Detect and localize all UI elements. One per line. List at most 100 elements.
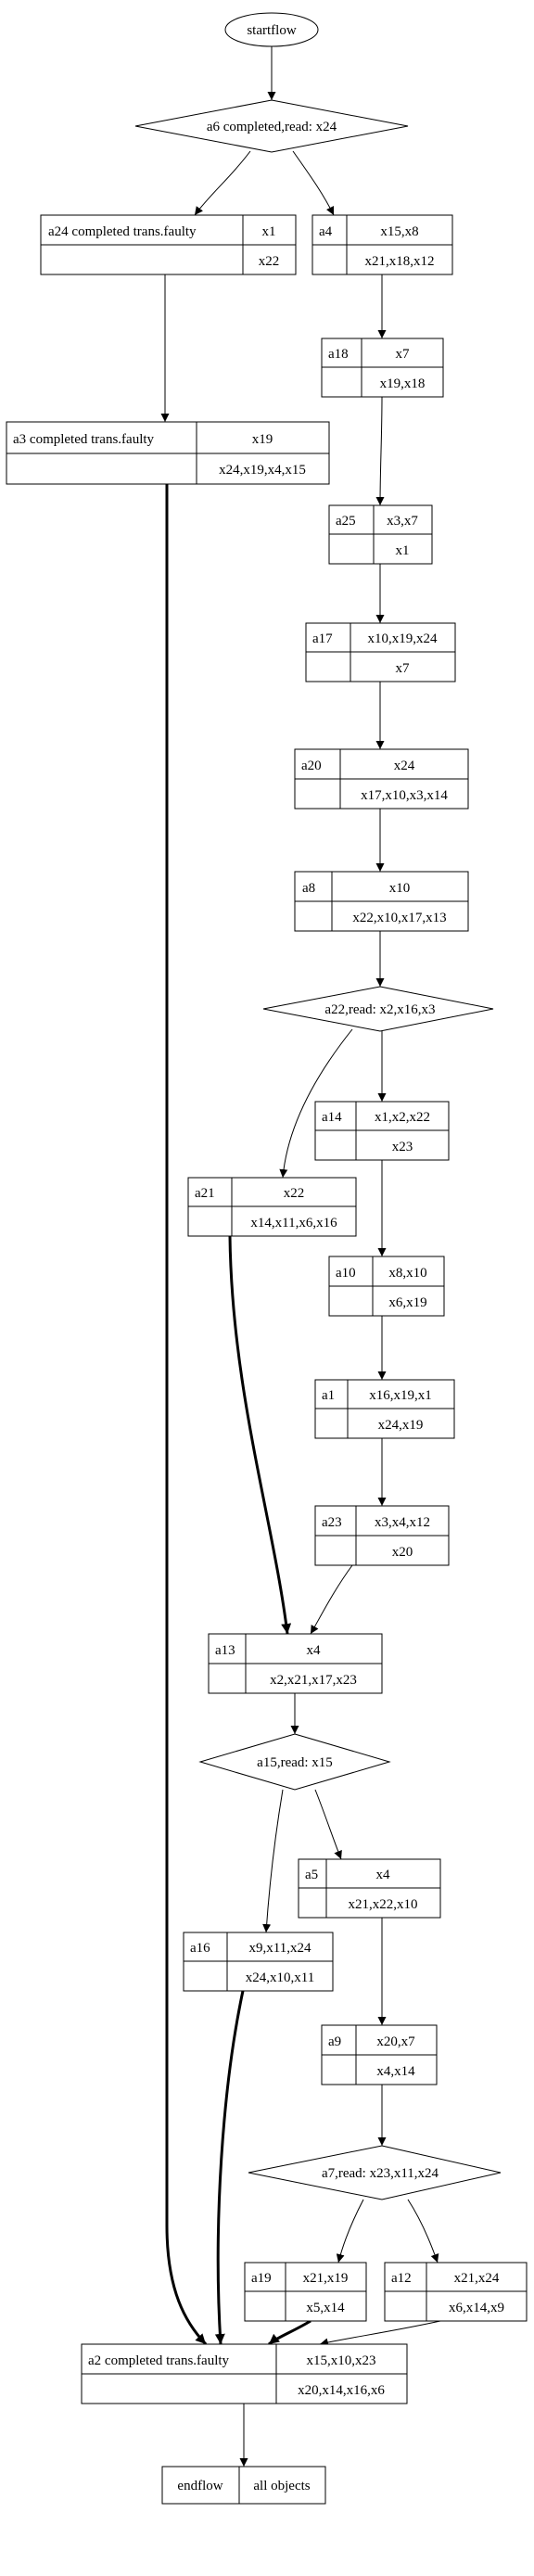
box-a18-top: x7: [396, 347, 411, 362]
box-a9-top: x20,x7: [376, 2034, 415, 2049]
box-a10-bottom: x6,x19: [388, 1295, 426, 1310]
box-a2-id: a2 completed trans.faulty: [88, 2353, 230, 2368]
box-a19-bottom: x5,x14: [306, 2301, 345, 2315]
box-a17-bottom: x7: [396, 661, 411, 676]
edge-a23-to-a13: [310, 1564, 353, 1635]
box-a25-bottom: x1: [396, 543, 410, 558]
edge-a6-to-a4: [292, 150, 335, 216]
edge-a12-to-a2: [319, 2320, 441, 2347]
box-a10-id: a10: [336, 1266, 356, 1281]
box-a25-id: a25: [336, 514, 356, 529]
decision-a15-label: a15,read: x15: [257, 1755, 333, 1770]
edge-a3-to-a2: [165, 484, 208, 2346]
box-a20-top: x24: [394, 759, 415, 773]
box-a24-bottom: x22: [259, 254, 280, 269]
box-a1-top: x16,x19,x1: [369, 1388, 432, 1403]
box-a1-bottom: x24,x19: [378, 1418, 424, 1433]
box-a14: a14 x1,x2,x22 x23: [314, 1101, 450, 1161]
box-a12-bottom: x6,x14,x9: [449, 2301, 504, 2315]
box-a8-id: a8: [302, 881, 315, 896]
edge-a7-to-a12: [407, 2199, 439, 2264]
decision-a15: a15,read: x15: [198, 1733, 391, 1791]
edge-a19-to-a2: [268, 2319, 312, 2346]
box-a19-id: a19: [251, 2271, 272, 2286]
box-a12-id: a12: [391, 2271, 412, 2286]
start-node: startflow: [224, 12, 319, 47]
box-a4-id: a4: [319, 224, 333, 239]
box-a18: a18 x7 x19,x18: [321, 338, 444, 398]
box-a20-bottom: x17,x10,x3,x14: [361, 788, 448, 803]
box-a5-bottom: x21,x22,x10: [349, 1897, 418, 1912]
box-a20: a20 x24 x17,x10,x3,x14: [294, 748, 469, 810]
box-a19: a19 x21,x19 x5,x14: [244, 2262, 367, 2322]
box-a9-bottom: x4,x14: [376, 2064, 415, 2079]
box-a13-top: x4: [307, 1643, 322, 1658]
box-a19-top: x21,x19: [303, 2271, 349, 2286]
box-a4-top: x15,x8: [380, 224, 418, 239]
box-a12: a12 x21,x24 x6,x14,x9: [384, 2262, 528, 2322]
box-a3-bottom: x24,x19,x4,x15: [219, 463, 306, 478]
box-a23-bottom: x20: [392, 1545, 413, 1560]
start-label: startflow: [247, 23, 296, 38]
end-node: endflow all objects: [161, 2466, 326, 2505]
box-a10-top: x8,x10: [388, 1266, 426, 1281]
edge-a15-to-a5: [314, 1789, 342, 1860]
box-a14-id: a14: [322, 1110, 342, 1125]
box-a5-id: a5: [305, 1868, 318, 1882]
box-a8-top: x10: [389, 881, 411, 896]
box-a8-bottom: x22,x10,x17,x13: [352, 911, 446, 925]
box-a1: a1 x16,x19,x1 x24,x19: [314, 1379, 455, 1439]
edge-a15-to-a16: [262, 1789, 284, 1933]
decision-a6: a6 completed,read: x24: [134, 99, 409, 153]
decision-a7: a7,read: x23,x11,x24: [248, 2145, 502, 2200]
box-a24-id: a24 completed trans.faulty: [48, 224, 197, 239]
edge-a16-to-a2: [214, 1990, 245, 2345]
edges: [160, 46, 441, 2467]
box-a17: a17 x10,x19,x24 x7: [305, 622, 456, 682]
box-a9-id: a9: [328, 2034, 341, 2049]
box-a14-top: x1,x2,x22: [375, 1110, 430, 1125]
box-a5-top: x4: [376, 1868, 391, 1882]
box-a3-top: x19: [252, 432, 273, 447]
box-a16: a16 x9,x11,x24 x24,x10,x11: [183, 1932, 334, 1992]
box-a16-bottom: x24,x10,x11: [246, 1970, 314, 1985]
box-a3-id: a3 completed trans.faulty: [13, 432, 155, 447]
box-a21-bottom: x14,x11,x6,x16: [250, 1216, 337, 1231]
box-a2-top: x15,x10,x23: [307, 2353, 376, 2368]
box-a14-bottom: x23: [392, 1140, 413, 1154]
box-a21-top: x22: [284, 1186, 305, 1201]
box-a25-top: x3,x7: [387, 514, 418, 529]
box-a17-top: x10,x19,x24: [368, 631, 439, 646]
box-a21-id: a21: [195, 1186, 215, 1201]
box-a17-id: a17: [312, 631, 333, 646]
box-a8: a8 x10 x22,x10,x17,x13: [294, 871, 469, 932]
decision-a7-label: a7,read: x23,x11,x24: [322, 2166, 439, 2181]
edge-a18-to-a25: [375, 396, 385, 506]
box-a1-id: a1: [322, 1388, 335, 1403]
box-a13-id: a13: [215, 1643, 235, 1658]
box-a23: a23 x3,x4,x12 x20: [314, 1505, 450, 1566]
box-a21: a21 x22 x14,x11,x6,x16: [187, 1177, 357, 1237]
edge-a7-to-a19: [336, 2199, 364, 2264]
box-a9: a9 x20,x7 x4,x14: [321, 2024, 438, 2085]
decision-a22: a22,read: x2,x16,x3: [262, 986, 494, 1032]
end-value: all objects: [253, 2479, 310, 2493]
box-a23-id: a23: [322, 1515, 342, 1530]
box-a24: a24 completed trans.faulty x1 x22: [40, 214, 297, 275]
box-a16-id: a16: [190, 1941, 210, 1956]
box-a4: a4 x15,x8 x21,x18,x12: [312, 214, 453, 275]
box-a25: a25 x3,x7 x1: [328, 504, 433, 565]
box-a24-top: x1: [262, 224, 276, 239]
box-a4-bottom: x21,x18,x12: [365, 254, 435, 269]
end-label: endflow: [177, 2479, 222, 2493]
box-a13: a13 x4 x2,x21,x17,x23: [208, 1633, 383, 1694]
edge-a6-to-a24: [194, 150, 251, 216]
box-a18-bottom: x19,x18: [380, 376, 426, 391]
box-a5: a5 x4 x21,x22,x10: [298, 1858, 441, 1919]
box-a23-top: x3,x4,x12: [375, 1515, 430, 1530]
box-a2: a2 completed trans.faulty x15,x10,x23 x2…: [81, 2343, 408, 2404]
box-a20-id: a20: [301, 759, 322, 773]
box-a10: a10 x8,x10 x6,x19: [328, 1256, 445, 1317]
box-a2-bottom: x20,x14,x16,x6: [298, 2383, 385, 2398]
